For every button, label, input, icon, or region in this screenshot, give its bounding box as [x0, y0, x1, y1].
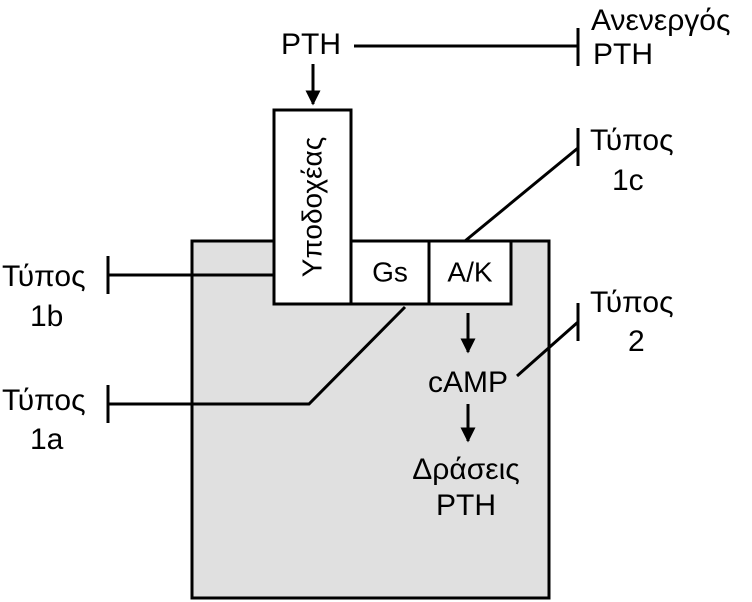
ak-box — [427, 239, 513, 306]
camp-label: cAMP — [428, 366, 508, 399]
inactive-pth-label-line1: Ανενεργός — [591, 4, 730, 37]
pth-label: PTH — [281, 28, 341, 61]
type-1c-label-line2: 1c — [612, 164, 644, 197]
type-1c-line — [464, 146, 579, 243]
pth-actions-label-line1: Δράσεις — [412, 453, 519, 486]
type-1b-label-line2: 1b — [30, 300, 63, 333]
ak-label: A/K — [447, 256, 492, 287]
inactive-pth-label-line2: PTH — [593, 38, 653, 71]
type-1a-label-line2: 1a — [30, 423, 64, 456]
gs-box — [349, 239, 431, 306]
pth-actions-label-line2: PTH — [436, 489, 496, 522]
type-2-label-line1: Τύπος — [590, 286, 674, 319]
receptor-label: Υποδοχέας — [296, 137, 327, 277]
type-1c-label-line1: Τύπος — [590, 124, 674, 157]
type-1b-label-line1: Τύπος — [2, 260, 86, 293]
type-1a-label-line1: Τύπος — [2, 384, 86, 417]
receptor-box — [272, 108, 353, 306]
type-2-label-line2: 2 — [628, 325, 645, 358]
gs-label: Gs — [372, 256, 408, 287]
type-2-line — [516, 320, 579, 378]
type-1a-line — [108, 305, 407, 406]
